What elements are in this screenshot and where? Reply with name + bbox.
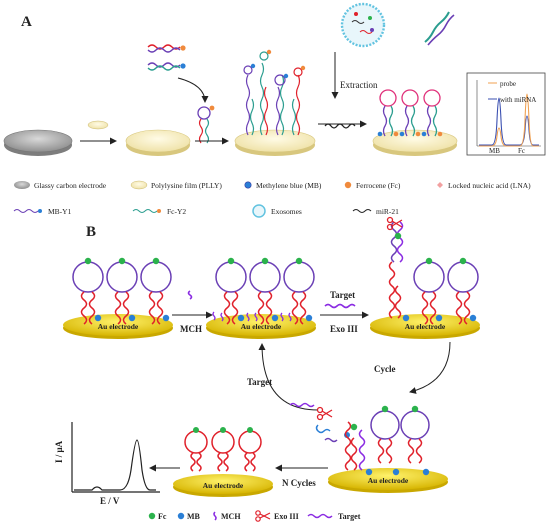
released-fragments	[289, 402, 350, 443]
arrow-cycle	[409, 341, 451, 394]
target-strand	[324, 303, 356, 309]
legend-mch-icon	[213, 511, 217, 521]
legend-exosome-icon	[252, 204, 266, 218]
axis-x-label: E / V	[100, 496, 120, 506]
axis-y-label: I / μA	[54, 440, 64, 463]
chart-mb-label: MB	[489, 147, 500, 155]
au-label-1: Au electrode	[98, 322, 139, 331]
plly-electrode	[125, 129, 191, 156]
hairpins-b1	[72, 261, 172, 325]
legend-plly: Polylysine film (PLLY)	[151, 181, 222, 190]
electrode-b3: Au electrode	[370, 314, 480, 339]
au-label-4: Au electrode	[368, 476, 409, 485]
hairpins-b4	[344, 410, 430, 471]
modified-electrode	[234, 49, 316, 156]
plly-drop	[87, 120, 109, 130]
chart-fc-label: Fc	[518, 147, 525, 155]
legend-fc-icon	[344, 181, 352, 189]
legend-target: Target	[338, 512, 361, 521]
legend-fcy2: Fc-Y2	[167, 207, 186, 216]
mir21-strand	[324, 123, 356, 129]
arrow-target-return	[258, 343, 319, 411]
au-label-3: Au electrode	[405, 322, 446, 331]
legend-mb: Methylene blue (MB)	[256, 181, 322, 190]
legend-mch: MCH	[221, 512, 241, 521]
hybrid-probe	[197, 105, 215, 144]
au-label-5: Au electrode	[203, 481, 244, 490]
legend-target-icon	[307, 513, 333, 519]
ncycles-label: N Cycles	[282, 478, 316, 488]
panel-b-legend: Fc MB MCH Exo III Target	[148, 510, 361, 522]
legend-lna: Locked nucleic acid (LNA)	[448, 181, 531, 190]
swv-chart: probe with miRNA MB Fc	[466, 72, 546, 156]
hairpins-b2	[215, 261, 315, 325]
legend-exo: Exo III	[274, 512, 299, 521]
mch-label: MCH	[180, 324, 202, 334]
legend-plly-icon	[130, 180, 148, 190]
hairpins-b3	[388, 221, 479, 325]
exo-label: Exo III	[330, 324, 358, 334]
ie-chart: I / μA E / V	[54, 422, 160, 506]
legend-mb-b-icon	[177, 512, 185, 520]
target-label-2: Target	[247, 377, 272, 387]
legend-mb-b: MB	[187, 512, 201, 521]
chart-probe-label: probe	[500, 80, 516, 88]
cycle-label: Cycle	[374, 364, 396, 374]
legend-mb-icon	[244, 181, 252, 189]
scissors-icon-b3	[386, 216, 403, 231]
labels-b5	[193, 427, 253, 433]
legend-mby1: MB-Y1	[48, 207, 72, 216]
legend-mby1-icon	[13, 209, 39, 213]
scissors-icon	[255, 510, 271, 522]
legend-fc-b: Fc	[158, 512, 167, 521]
panel-a-label: A	[21, 14, 32, 30]
arrow-a-probes	[177, 77, 209, 103]
hairpin-electrode	[372, 89, 458, 156]
legend-fc-b-icon	[148, 512, 156, 520]
au-label-2: Au electrode	[241, 322, 282, 331]
labels-b2	[212, 257, 313, 322]
legend-mir21-icon	[352, 209, 372, 213]
labels-b1	[84, 257, 170, 322]
scissors-icon-b4	[316, 406, 333, 421]
mch-molecule	[187, 290, 193, 300]
extraction-label: Extraction	[340, 80, 378, 90]
labels-b4	[350, 405, 430, 476]
glassy-carbon-electrode	[3, 129, 73, 156]
hairpins-b5	[184, 430, 262, 472]
exosome	[340, 2, 386, 48]
legend-lna-icon	[437, 182, 443, 188]
target-label: Target	[330, 290, 355, 300]
legend-fc: Ferrocene (Fc)	[356, 181, 401, 190]
legend-gce-icon	[14, 181, 30, 189]
probe-strands	[147, 44, 186, 71]
electrode-b4: Au electrode	[328, 468, 448, 493]
legend-gce: Glassy carbon electrode	[34, 181, 107, 190]
labels-b3	[394, 232, 477, 322]
chart-mirna-label: with miRNA	[500, 96, 536, 104]
electrode-b5: Au electrode	[173, 474, 273, 497]
legend-exosomes: Exosomes	[271, 207, 302, 216]
panel-a-legend: Glassy carbon electrode Polylysine film …	[13, 180, 531, 218]
mirna-helix	[424, 11, 455, 46]
legend-fcy2-icon	[132, 209, 158, 213]
legend-mir21: miR-21	[376, 207, 399, 216]
panel-b-label: B	[86, 224, 96, 240]
electrode-b1: Au electrode	[63, 314, 173, 339]
